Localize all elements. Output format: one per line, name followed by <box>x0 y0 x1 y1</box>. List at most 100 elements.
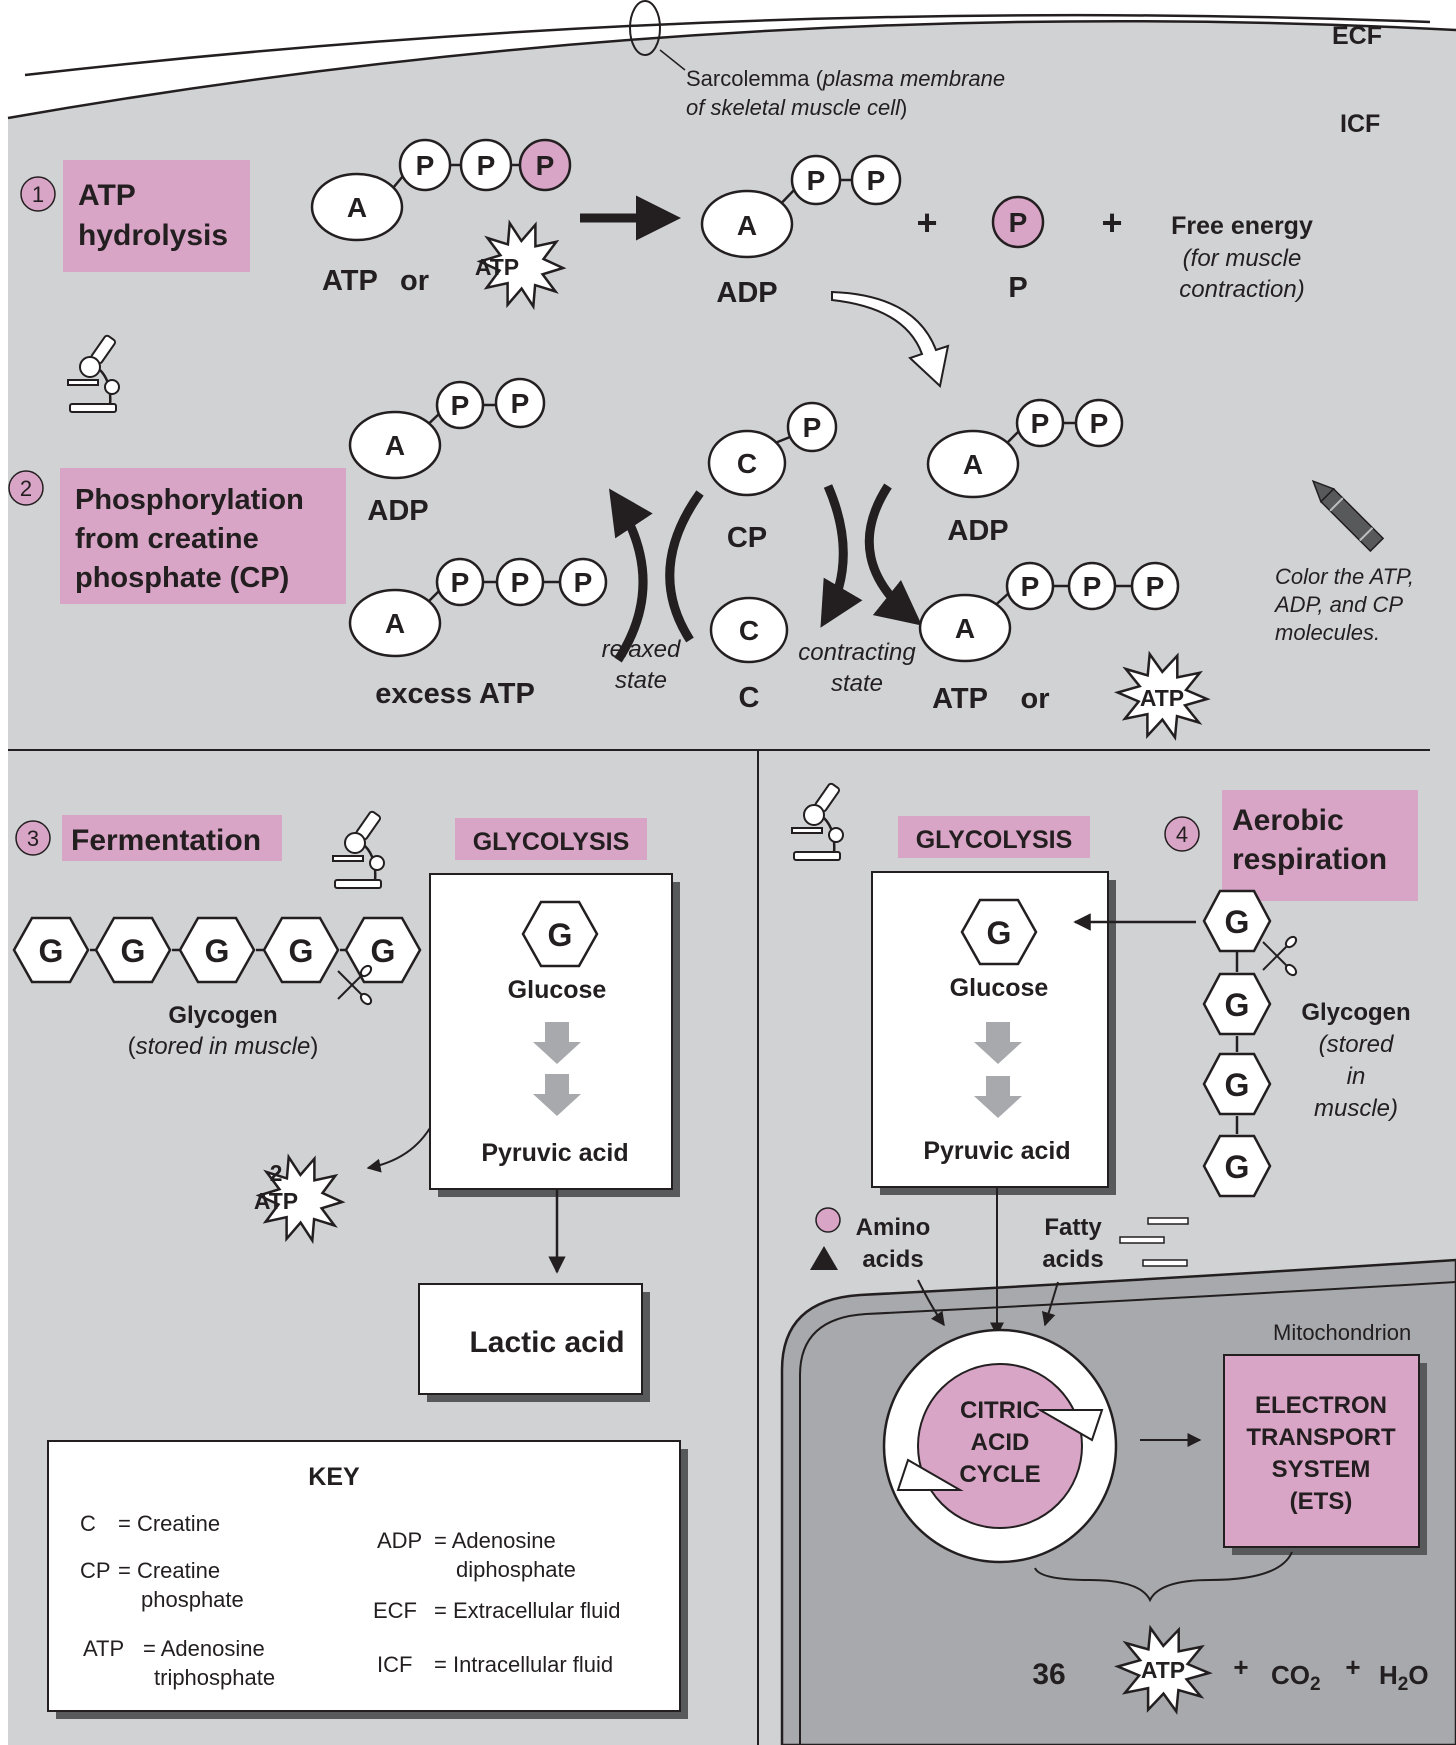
svg-text:respiration: respiration <box>1232 843 1387 876</box>
svg-text:G: G <box>1225 904 1250 940</box>
section-aerobic-respiration: Mitochondrion 4 Aerobic respiration GLYC… <box>780 790 1456 1745</box>
step-number: 1 <box>32 182 44 207</box>
adp-molecule-right: A P P <box>926 398 1124 499</box>
step-number-badge <box>1164 816 1200 852</box>
svg-text:CITRIC: CITRIC <box>960 1397 1040 1424</box>
color-instruction: Color the ATP, <box>1275 564 1414 589</box>
amino-acids-label: Amino <box>856 1214 931 1241</box>
excess-atp-molecule: A P P P <box>348 557 608 658</box>
title-box <box>1222 790 1418 901</box>
atp-burst <box>1113 650 1211 741</box>
svg-text:P: P <box>1083 571 1102 602</box>
atp-burst <box>255 1153 346 1245</box>
svg-text:ICF: ICF <box>377 1652 412 1677</box>
svg-text:P: P <box>574 567 593 598</box>
svg-text:ACID: ACID <box>971 1429 1030 1456</box>
svg-text:= Extracellular fluid: = Extracellular fluid <box>434 1598 620 1623</box>
svg-text:P: P <box>451 567 470 598</box>
svg-text:+: + <box>1345 1652 1360 1682</box>
svg-text:diphosphate: diphosphate <box>456 1557 576 1582</box>
svg-text:G: G <box>371 933 396 969</box>
svg-text:G: G <box>121 933 146 969</box>
mitochondrion-label: Mitochondrion <box>1273 1320 1411 1345</box>
glycogen-chain: G G G G G <box>12 916 422 984</box>
or-label: or <box>1021 683 1050 715</box>
svg-text:in: in <box>1347 1063 1366 1090</box>
sarcolemma-leader <box>659 49 686 71</box>
svg-text:(stored: (stored <box>1319 1031 1394 1058</box>
contracting-arrow-1 <box>820 484 863 628</box>
svg-text:P: P <box>477 150 496 181</box>
svg-text:P: P <box>416 150 435 181</box>
svg-text:GLYCOLYSIS: GLYCOLYSIS <box>916 826 1073 854</box>
svg-text:C: C <box>739 615 759 646</box>
title-line-1: ATP <box>78 179 136 212</box>
electron-transport-system <box>1223 1354 1420 1548</box>
cp-label: CP <box>727 522 767 554</box>
svg-text:= Creatine: = Creatine <box>118 1558 220 1583</box>
step-number: 3 <box>27 826 39 851</box>
adp-label: ADP <box>716 277 777 309</box>
svg-text:Fermentation: Fermentation <box>71 824 261 857</box>
svg-text:(ETS): (ETS) <box>1290 1488 1353 1515</box>
yield-brace <box>1034 1551 1293 1603</box>
key-title: KEY <box>308 1463 360 1491</box>
title-box <box>62 815 282 861</box>
lactic-acid-label: Lactic acid <box>469 1326 624 1359</box>
amino-acid-triangle-icon <box>810 1246 838 1270</box>
p-label: P <box>1008 272 1027 304</box>
down-arrow <box>974 1022 1022 1064</box>
creatine-phosphate-molecule: C P <box>707 401 838 497</box>
svg-text:P: P <box>867 165 886 196</box>
atp-label: ATP <box>322 265 378 297</box>
svg-text:CYCLE: CYCLE <box>959 1461 1040 1488</box>
mitochondrion-inner-membrane <box>799 1281 1456 1745</box>
free-energy-label: Free energy <box>1171 212 1313 240</box>
excess-atp-label: excess ATP <box>375 678 535 710</box>
plus-sign-2: + <box>1101 202 1122 243</box>
relaxed-arrow-2 <box>665 490 704 643</box>
svg-text:P: P <box>536 150 555 181</box>
svg-text:ECF: ECF <box>373 1598 417 1623</box>
svg-text:P: P <box>451 390 470 421</box>
crayon-icon <box>1311 479 1385 553</box>
atp-count: 36 <box>1032 1658 1065 1691</box>
section-creatine-phosphate: 2 Phosphorylation from creatine phosphat… <box>8 377 1414 741</box>
glycolysis-label-box <box>898 816 1090 858</box>
citric-acid-cycle <box>917 1363 1083 1529</box>
or-label: or <box>400 265 429 297</box>
amino-acids-arrow <box>917 1279 945 1327</box>
svg-text:ELECTRON: ELECTRON <box>1255 1392 1387 1419</box>
svg-text:G: G <box>987 915 1012 951</box>
svg-text:A: A <box>955 613 975 644</box>
icf-label: ICF <box>1340 110 1380 138</box>
adp-left-label: ADP <box>367 495 428 527</box>
sarcolemma-label-2: of skeletal muscle cell) <box>686 95 907 120</box>
svg-text:C: C <box>737 448 757 479</box>
svg-text:2: 2 <box>270 1160 283 1186</box>
svg-text:G: G <box>1225 1067 1250 1103</box>
lactic-acid-box <box>418 1283 643 1395</box>
svg-text:muscle): muscle) <box>1314 1095 1398 1122</box>
svg-text:G: G <box>548 917 573 953</box>
atp-burst <box>1114 1624 1213 1715</box>
atp-molecule: A P P P <box>310 138 572 242</box>
svg-text:ATP: ATP <box>83 1636 124 1661</box>
adp-molecule-left: A P P <box>348 377 546 480</box>
svg-text:P: P <box>1009 207 1028 238</box>
svg-text:ATP: ATP <box>475 254 519 280</box>
sarcolemma-inner <box>7 19 1456 120</box>
svg-text:A: A <box>385 430 405 461</box>
glycogen-note: (stored in muscle) <box>128 1033 319 1060</box>
svg-text:triphosphate: triphosphate <box>154 1665 275 1690</box>
glucose-hexagon <box>960 898 1038 966</box>
down-arrow <box>974 1076 1022 1118</box>
svg-text:state: state <box>615 667 667 694</box>
svg-text:Phosphorylation: Phosphorylation <box>75 484 304 516</box>
adp-right-label: ADP <box>947 515 1008 547</box>
svg-text:= Creatine: = Creatine <box>118 1511 220 1536</box>
title-box <box>60 468 346 604</box>
atp-right-label: ATP <box>932 683 988 715</box>
svg-text:Aerobic: Aerobic <box>1232 804 1344 837</box>
svg-text:G: G <box>39 933 64 969</box>
